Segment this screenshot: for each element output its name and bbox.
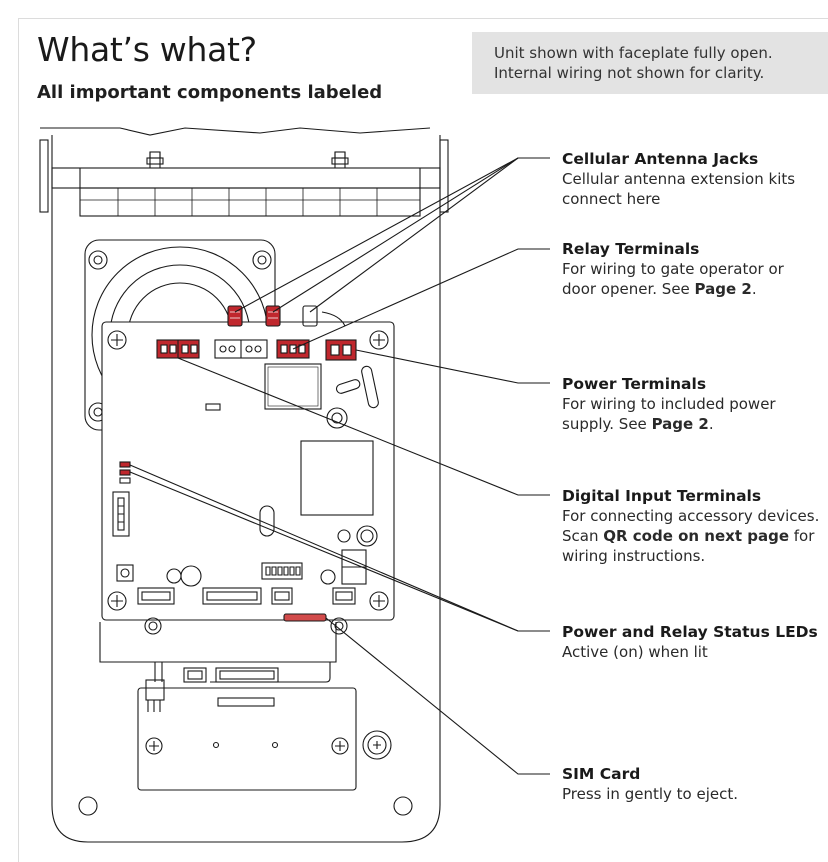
- callout-digital-title: Digital Input Terminals: [562, 487, 762, 505]
- callout-power-line1: For wiring to included power: [562, 395, 776, 413]
- callout-digital-line3: wiring instructions.: [562, 547, 706, 565]
- module-screw-right: [331, 737, 349, 755]
- callout-digital-line2: Scan QR code on next page for: [562, 526, 828, 546]
- leader-antenna-a: [234, 157, 550, 313]
- callout-sim: SIM Card Press in gently to eject.: [562, 764, 828, 804]
- bottom-connector-2: [202, 587, 262, 605]
- enclosure-outline: [51, 135, 441, 843]
- hinge-tab-right: [439, 139, 449, 213]
- callout-digital-line2-post: for: [789, 527, 815, 545]
- pcb-screw-tl: [107, 330, 127, 350]
- note-line-1: Unit shown with faceplate fully open.: [494, 44, 773, 62]
- ground-terminal: [362, 730, 392, 760]
- callout-power-line2-post: .: [708, 415, 714, 433]
- hinge-screw-right: [331, 151, 349, 168]
- callout-relay-desc: For wiring to gate operator or door open…: [562, 259, 828, 299]
- callout-digital-line2-pre: Scan: [562, 527, 604, 545]
- module-screw-left: [145, 737, 163, 755]
- callout-relay-title: Relay Terminals: [562, 240, 700, 258]
- callout-antenna-line2: connect here: [562, 190, 661, 208]
- callout-digital: Digital Input Terminals For connecting a…: [562, 486, 828, 566]
- leader-led-b: [129, 471, 519, 632]
- callout-power-page-ref: Page 2: [651, 415, 709, 433]
- pin-header: [261, 562, 303, 580]
- page-frame: [18, 18, 828, 862]
- chip-square: [264, 363, 322, 410]
- pcb-screw-br: [369, 591, 389, 611]
- callout-leds-line1: Active (on) when lit: [562, 643, 708, 661]
- leader-relay: [292, 248, 550, 350]
- status-leds: [119, 461, 131, 484]
- note-line-2: Internal wiring not shown for clarity.: [494, 64, 765, 82]
- pill-component: [335, 379, 361, 394]
- callout-leds-title: Power and Relay Status LEDs: [562, 623, 818, 641]
- pcb-screw-bl: [107, 591, 127, 611]
- callout-antenna-line1: Cellular antenna extension kits: [562, 170, 796, 188]
- bottom-connector-4: [332, 587, 356, 605]
- main-pcb: [101, 321, 395, 621]
- leader-antenna-b: [272, 157, 519, 313]
- callout-antenna-title: Cellular Antenna Jacks: [562, 150, 759, 168]
- enclosure-torn-edge: [40, 127, 431, 136]
- callout-power-title: Power Terminals: [562, 375, 707, 393]
- hinge-tab-left: [39, 139, 49, 213]
- hinge-plate: [79, 187, 421, 217]
- callout-power: Power Terminals For wiring to included p…: [562, 374, 828, 434]
- digital-input-terminal: [156, 339, 200, 359]
- hinge-screw-left: [146, 151, 164, 168]
- pcb-screw-tr: [369, 330, 389, 350]
- callout-leds-desc: Active (on) when lit: [562, 642, 828, 662]
- callout-relay-line2-post: .: [751, 280, 757, 298]
- terminal-block: [214, 339, 268, 359]
- processor-chip: [300, 440, 374, 516]
- callout-power-desc: For wiring to included power supply. See…: [562, 394, 828, 434]
- lower-module: [137, 687, 357, 791]
- callout-power-line2-pre: supply. See: [562, 415, 652, 433]
- sim-card: [283, 613, 327, 622]
- callout-digital-line1: For connecting accessory devices.: [562, 507, 820, 525]
- callout-digital-desc: For connecting accessory devices. Scan Q…: [562, 506, 828, 566]
- callout-relay-page-ref: Page 2: [694, 280, 752, 298]
- callout-sim-desc: Press in gently to eject.: [562, 784, 828, 804]
- antenna-jack-3: [302, 305, 318, 327]
- leader-lines: [129, 157, 550, 775]
- callout-relay: Relay Terminals For wiring to gate opera…: [562, 239, 828, 299]
- leader-power: [355, 349, 550, 384]
- callout-power-line2: supply. See Page 2.: [562, 414, 828, 434]
- callout-relay-line2: door opener. See Page 2.: [562, 279, 828, 299]
- page-subtitle: All important components labeled: [37, 82, 383, 103]
- power-terminal: [325, 339, 357, 361]
- note-box: Unit shown with faceplate fully open. In…: [472, 32, 828, 94]
- side-connector: [112, 491, 130, 537]
- leader-antenna-c: [309, 157, 519, 313]
- callout-relay-line2-pre: door opener. See: [562, 280, 695, 298]
- leader-digital: [177, 357, 550, 496]
- callout-digital-qr-ref: QR code on next page: [603, 527, 789, 545]
- page-title: What’s what?: [37, 30, 257, 69]
- vertical-pill: [361, 365, 379, 409]
- hinge-bar: [51, 167, 441, 189]
- callout-leds: Power and Relay Status LEDs Active (on) …: [562, 622, 828, 662]
- callout-antenna-desc: Cellular antenna extension kits connect …: [562, 169, 828, 209]
- antenna-jack-1: [227, 305, 243, 327]
- bottom-connector-3: [271, 587, 293, 605]
- callout-sim-title: SIM Card: [562, 765, 641, 783]
- callout-relay-line1: For wiring to gate operator or: [562, 260, 784, 278]
- leader-sim: [325, 617, 550, 775]
- lower-panel: [99, 622, 337, 663]
- callout-sim-line1: Press in gently to eject.: [562, 785, 738, 803]
- bottom-connector-1: [137, 587, 175, 605]
- antenna-jack-2: [265, 305, 281, 327]
- callout-antenna: Cellular Antenna Jacks Cellular antenna …: [562, 149, 828, 209]
